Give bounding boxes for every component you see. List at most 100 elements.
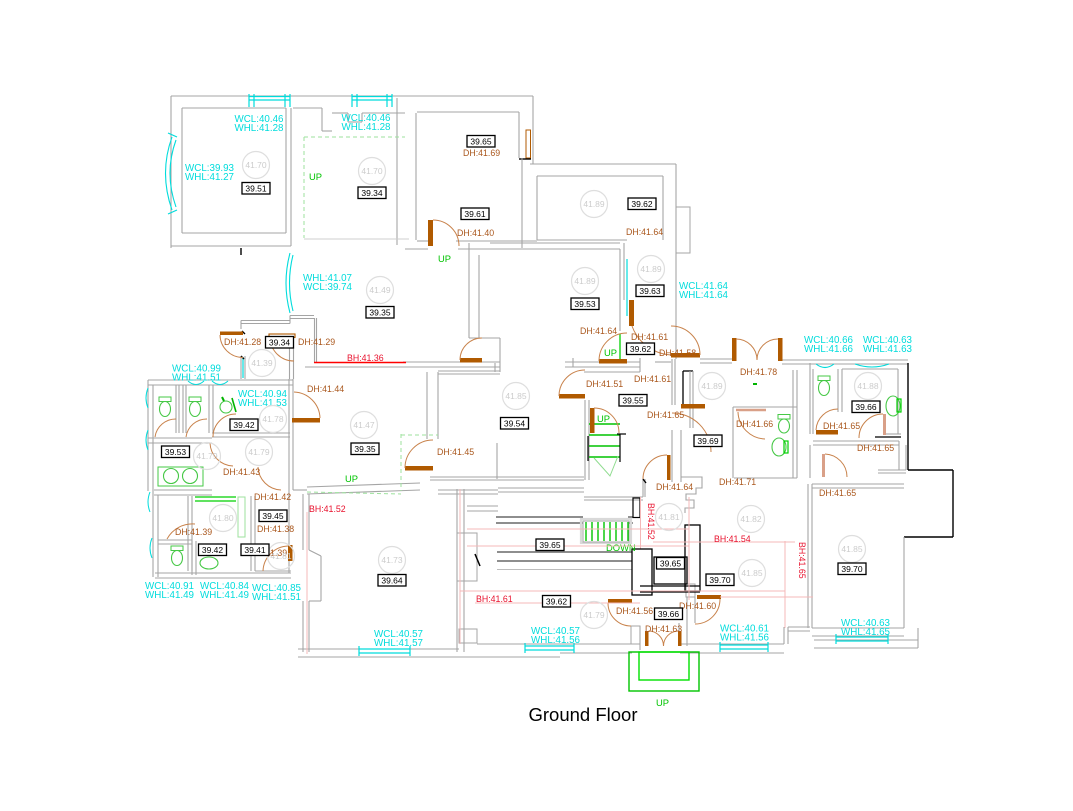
svg-text:WHL:41.65: WHL:41.65 — [841, 627, 891, 638]
svg-text:41.73: 41.73 — [381, 555, 403, 565]
svg-text:WHL:41.64: WHL:41.64 — [679, 290, 729, 301]
svg-text:39.65: 39.65 — [660, 559, 682, 569]
svg-text:39.54: 39.54 — [504, 419, 526, 429]
svg-text:DH:41.71: DH:41.71 — [719, 477, 756, 487]
svg-text:WCL:40.46: WCL:40.46 — [341, 113, 391, 124]
svg-text:DH:41.63: DH:41.63 — [645, 624, 682, 634]
svg-text:BH:41.36: BH:41.36 — [347, 353, 384, 363]
svg-text:DH:41.65: DH:41.65 — [647, 410, 684, 420]
svg-text:WHL:41.51: WHL:41.51 — [172, 373, 221, 384]
svg-text:DH:41.61: DH:41.61 — [634, 374, 671, 384]
svg-text:39.66: 39.66 — [855, 402, 877, 412]
svg-text:41.70: 41.70 — [245, 160, 267, 170]
svg-text:WHL:41.66: WHL:41.66 — [804, 344, 854, 355]
svg-text:DOWN: DOWN — [606, 542, 636, 553]
svg-text:DH:41.58: DH:41.58 — [659, 348, 696, 358]
svg-text:39.45: 39.45 — [262, 511, 284, 521]
svg-text:WHL:41.56: WHL:41.56 — [531, 635, 581, 646]
svg-text:39.65: 39.65 — [539, 540, 561, 550]
svg-text:BH:41.61: BH:41.61 — [476, 594, 513, 604]
svg-text:39.35: 39.35 — [354, 444, 376, 454]
svg-text:DH:41.44: DH:41.44 — [307, 384, 344, 394]
svg-text:UP: UP — [345, 473, 358, 484]
svg-text:BH:41.65: BH:41.65 — [797, 542, 807, 579]
svg-text:WCL:40.84: WCL:40.84 — [200, 581, 250, 592]
svg-text:WCL:40.63: WCL:40.63 — [841, 618, 891, 629]
svg-text:WHL:41.28: WHL:41.28 — [341, 122, 391, 133]
svg-text:DH:41.65: DH:41.65 — [823, 421, 860, 431]
svg-text:39.42: 39.42 — [233, 420, 255, 430]
svg-text:WHL:41.49: WHL:41.49 — [145, 590, 194, 601]
svg-text:41.89: 41.89 — [574, 276, 596, 286]
svg-text:UP: UP — [438, 253, 451, 264]
svg-text:WCL:40.46: WCL:40.46 — [234, 114, 284, 125]
svg-text:41.79: 41.79 — [196, 451, 218, 461]
svg-text:DH:41.64: DH:41.64 — [656, 482, 693, 492]
svg-text:41.89: 41.89 — [701, 381, 723, 391]
svg-text:DH:41.66: DH:41.66 — [736, 419, 773, 429]
svg-text:39.61: 39.61 — [464, 209, 486, 219]
svg-text:WCL:40.85: WCL:40.85 — [252, 583, 302, 594]
svg-text:DH:41.60: DH:41.60 — [679, 601, 716, 611]
svg-text:39.62: 39.62 — [630, 344, 652, 354]
svg-text:WCL:40.63: WCL:40.63 — [863, 335, 913, 346]
svg-text:39.42: 39.42 — [202, 545, 224, 555]
svg-text:DH:41.28: DH:41.28 — [224, 337, 261, 347]
svg-text:WCL:40.91: WCL:40.91 — [145, 581, 194, 592]
svg-text:WHL:41.28: WHL:41.28 — [234, 123, 284, 134]
svg-text:41.70: 41.70 — [361, 166, 383, 176]
svg-text:WHL:41.63: WHL:41.63 — [863, 344, 913, 355]
svg-text:41.47: 41.47 — [353, 420, 375, 430]
svg-text:WCL:39.93: WCL:39.93 — [185, 163, 235, 174]
svg-text:UP: UP — [597, 413, 610, 424]
svg-text:41.89: 41.89 — [583, 199, 605, 209]
svg-text:DH:41.65: DH:41.65 — [819, 488, 856, 498]
svg-text:WHL:41.53: WHL:41.53 — [238, 398, 288, 409]
svg-text:WCL:40.57: WCL:40.57 — [531, 626, 580, 637]
svg-text:DH:41.51: DH:41.51 — [586, 379, 623, 389]
svg-text:WHL:41.27: WHL:41.27 — [185, 172, 234, 183]
svg-text:41.82: 41.82 — [740, 514, 762, 524]
svg-text:WCL:39.74: WCL:39.74 — [303, 282, 353, 293]
svg-text:WHL:41.49: WHL:41.49 — [200, 590, 249, 601]
svg-text:DH:41.61: DH:41.61 — [631, 332, 668, 342]
svg-text:39.41: 39.41 — [244, 545, 266, 555]
svg-text:DH:41.39: DH:41.39 — [175, 527, 212, 537]
svg-text:41.49: 41.49 — [369, 285, 391, 295]
svg-text:39.70: 39.70 — [841, 564, 863, 574]
svg-text:WCL:41.64: WCL:41.64 — [679, 281, 729, 292]
svg-text:DH:41.29: DH:41.29 — [298, 337, 335, 347]
svg-text:39.64: 39.64 — [381, 576, 403, 586]
svg-text:39.70: 39.70 — [709, 575, 731, 585]
svg-text:41.79: 41.79 — [248, 447, 270, 457]
svg-text:41.79: 41.79 — [583, 610, 605, 620]
svg-text:DH:41.43: DH:41.43 — [223, 467, 260, 477]
svg-text:BH:41.52: BH:41.52 — [646, 503, 656, 540]
svg-text:DH:41.45: DH:41.45 — [437, 447, 474, 457]
svg-text:39.66: 39.66 — [658, 609, 680, 619]
svg-text:BH:41.54: BH:41.54 — [714, 534, 751, 544]
svg-text:DH:41.64: DH:41.64 — [580, 326, 617, 336]
svg-text:39.62: 39.62 — [631, 199, 653, 209]
svg-text:41.89: 41.89 — [640, 264, 662, 274]
svg-text:39.51: 39.51 — [245, 184, 267, 194]
svg-text:DH:41.78: DH:41.78 — [740, 367, 777, 377]
svg-text:UP: UP — [656, 697, 669, 708]
svg-text:WCL:40.61: WCL:40.61 — [720, 624, 769, 635]
svg-text:Ground Floor: Ground Floor — [529, 704, 638, 725]
svg-text:41.80: 41.80 — [212, 513, 234, 523]
svg-text:WCL:40.57: WCL:40.57 — [374, 629, 423, 640]
svg-text:41.78: 41.78 — [262, 414, 284, 424]
svg-text:41.81: 41.81 — [658, 512, 680, 522]
svg-text:41.88: 41.88 — [857, 381, 879, 391]
svg-text:WHL:41.51: WHL:41.51 — [252, 592, 301, 603]
svg-text:WHL:41.57: WHL:41.57 — [374, 638, 423, 649]
svg-text:DH:41.64: DH:41.64 — [626, 227, 663, 237]
svg-text:WHL:41.07: WHL:41.07 — [303, 273, 352, 284]
svg-text:39.34: 39.34 — [269, 338, 291, 348]
svg-text:39.65: 39.65 — [470, 137, 492, 147]
svg-text:UP: UP — [604, 347, 617, 358]
svg-text:39.35: 39.35 — [369, 308, 391, 318]
svg-text:DH:41.40: DH:41.40 — [457, 228, 494, 238]
svg-text:39.55: 39.55 — [622, 396, 644, 406]
